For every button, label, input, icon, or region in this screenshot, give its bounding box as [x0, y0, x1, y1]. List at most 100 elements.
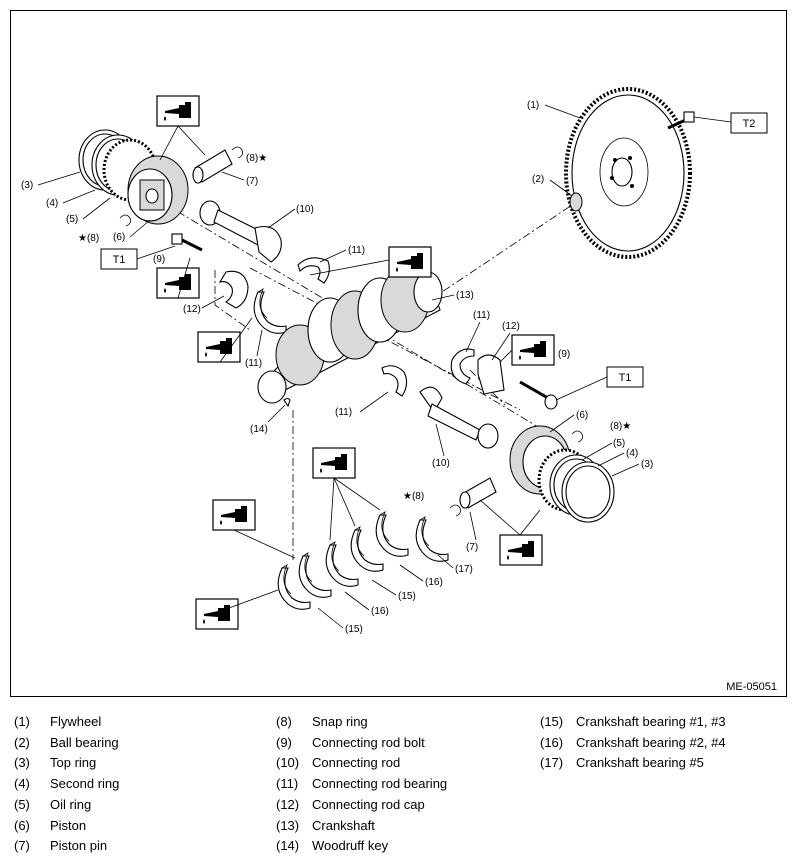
legend-item-name: Ball bearing — [50, 734, 119, 750]
callout-9-left: (9) — [153, 254, 165, 265]
legend-item: (8)Snap ring — [276, 712, 447, 733]
legend-column-3: (15) Crankshaft bearing #1, #3 (16) Cranksh… — [540, 712, 726, 774]
callout-4-right: (4) — [626, 448, 638, 459]
legend-item: (12)Connecting rod cap — [276, 795, 447, 816]
legend-item: (3)Top ring — [14, 753, 119, 774]
legend-item-name: Top ring — [50, 755, 97, 771]
legend-item: (4)Second ring — [14, 774, 119, 795]
legend-item: (14) Woodruff key — [276, 836, 447, 857]
legend-item-number: (11) — [276, 776, 299, 792]
flywheel — [564, 87, 692, 259]
oil-can-icon — [195, 598, 239, 630]
snap-ring-left-upper — [231, 146, 243, 159]
legend-item-name: Crankshaft bearing #2, #4 — [576, 734, 726, 750]
legend-item: (1) Flywheel — [14, 712, 119, 733]
legend-item: (5)Oil ring — [14, 795, 119, 816]
oil-can-icon — [511, 334, 555, 366]
callout-12-left: (12) — [183, 304, 201, 315]
flywheel-bolt — [667, 111, 732, 130]
connecting-rod-left — [199, 200, 282, 263]
callout-9-right: (9) — [558, 349, 570, 360]
callout-8-left-upper: (8)★ — [246, 153, 267, 164]
legend-item-name: Crankshaft bearing #1, #3 — [576, 714, 726, 729]
piston-pin-right — [459, 477, 497, 509]
oil-can-icon — [499, 534, 543, 566]
oil-can-icon — [197, 331, 241, 363]
legend-item-number: (12) — [276, 796, 300, 812]
legend-item-name: Piston — [50, 817, 87, 833]
legend-item-name: Woodruff key — [312, 838, 389, 854]
ball-bearing — [569, 192, 583, 212]
crankshaft-bearing-5 — [415, 516, 449, 562]
oil-can-icon — [312, 447, 356, 479]
legend-column-1: (1)Flywheel(2)Ball bearing(3)Top ring(4)… — [14, 712, 119, 857]
oil-can-icon — [388, 246, 432, 278]
callout-11-upper: (11) — [348, 245, 365, 256]
legend-item-number: (17) — [540, 755, 564, 771]
callout-1: (1) — [527, 100, 539, 111]
crankshaft-bearing-2-4-upper — [375, 511, 409, 557]
legend-item-name: Crankshaft bearing #5 — [576, 755, 704, 771]
rod-bearing-right-lower — [381, 365, 408, 397]
callout-11-right: (11) — [473, 310, 490, 321]
legend-item-name: Crankshaft — [312, 817, 375, 833]
legend-item: (2) Ball bearing — [14, 733, 119, 754]
legend-item: (10)Connecting rod — [276, 753, 447, 774]
callout-4-left: (4) — [46, 198, 58, 209]
callout-17: (17) — [455, 564, 473, 575]
legend-item-number: (9) — [276, 734, 292, 750]
callout-11-left: (11) — [245, 358, 262, 369]
callout-3-left: (3) — [21, 180, 33, 191]
legend-item: (6) Piston — [14, 816, 119, 837]
snap-ring-right-upper — [571, 430, 583, 443]
legend-item-number: (16) — [540, 734, 564, 750]
connecting-rod-bolt-right — [519, 380, 558, 410]
callout-6-left: (6) — [113, 232, 125, 243]
legend-item-number: (5) — [14, 796, 30, 812]
legend-item-name: Flywheel — [50, 714, 102, 729]
piston-rings-right — [537, 448, 615, 523]
callout-7-left: (7) — [246, 176, 258, 187]
figure-code: ME-05051 — [726, 681, 777, 693]
legend-item: (17) Crankshaft bearing #5 — [540, 753, 726, 774]
legend-item: (16) Crankshaft bearing #2, #4 — [540, 733, 726, 754]
callout-5-right: (5) — [613, 438, 625, 449]
legend-item-number: (14) — [276, 838, 300, 854]
callout-12-right: (12) — [502, 321, 520, 332]
legend-item-number: (2) — [14, 734, 30, 750]
callout-14: (14) — [250, 424, 268, 435]
callout-7-right: (7) — [466, 542, 478, 553]
callout-16-lower: (16) — [371, 606, 389, 617]
legend-item-number: (1) — [14, 714, 30, 729]
callout-8-left-lower: ★(8) — [78, 233, 99, 244]
rod-bearing-left-upper — [297, 257, 330, 284]
legend-item-number: (6) — [14, 817, 30, 833]
oil-can-icon — [156, 95, 200, 127]
legend-item-name: Connecting rod — [312, 755, 401, 771]
callout-2: (2) — [532, 174, 544, 185]
piston-left — [127, 155, 189, 225]
callout-3-right: (3) — [641, 459, 653, 470]
oil-can-icon — [156, 267, 200, 299]
callout-10-left: (10) — [296, 204, 314, 215]
callout-10-right: (10) — [432, 458, 450, 469]
rod-bearing-left-lower — [253, 288, 287, 334]
legend-item-number: (15) — [540, 714, 564, 729]
legend-item-name: Piston pin — [50, 838, 108, 854]
legend-item-number: (4) — [14, 776, 30, 792]
rod-bearing-right-upper — [450, 348, 475, 385]
callout-8-right-upper: (8)★ — [610, 421, 631, 432]
snap-ring-left-lower — [119, 214, 131, 227]
connecting-rod-right — [419, 386, 499, 449]
legend-item: (11)Connecting rod bearing — [276, 774, 447, 795]
oil-can-icon — [212, 499, 256, 531]
callout-6-right: (6) — [576, 410, 588, 421]
connecting-rod-bolt-left — [171, 233, 203, 252]
crankshaft — [257, 267, 443, 404]
diagram-frame — [10, 10, 787, 697]
torque-box-t1-left: T1 — [113, 254, 126, 266]
woodruff-key — [283, 397, 291, 408]
piston-pin-left — [192, 149, 233, 184]
exploded-view-diagram: T2 T1 T1 (1) (2) (3) (4) (5) (6) ★(8) (8… — [21, 87, 768, 635]
callout-5-left: (5) — [66, 214, 78, 225]
